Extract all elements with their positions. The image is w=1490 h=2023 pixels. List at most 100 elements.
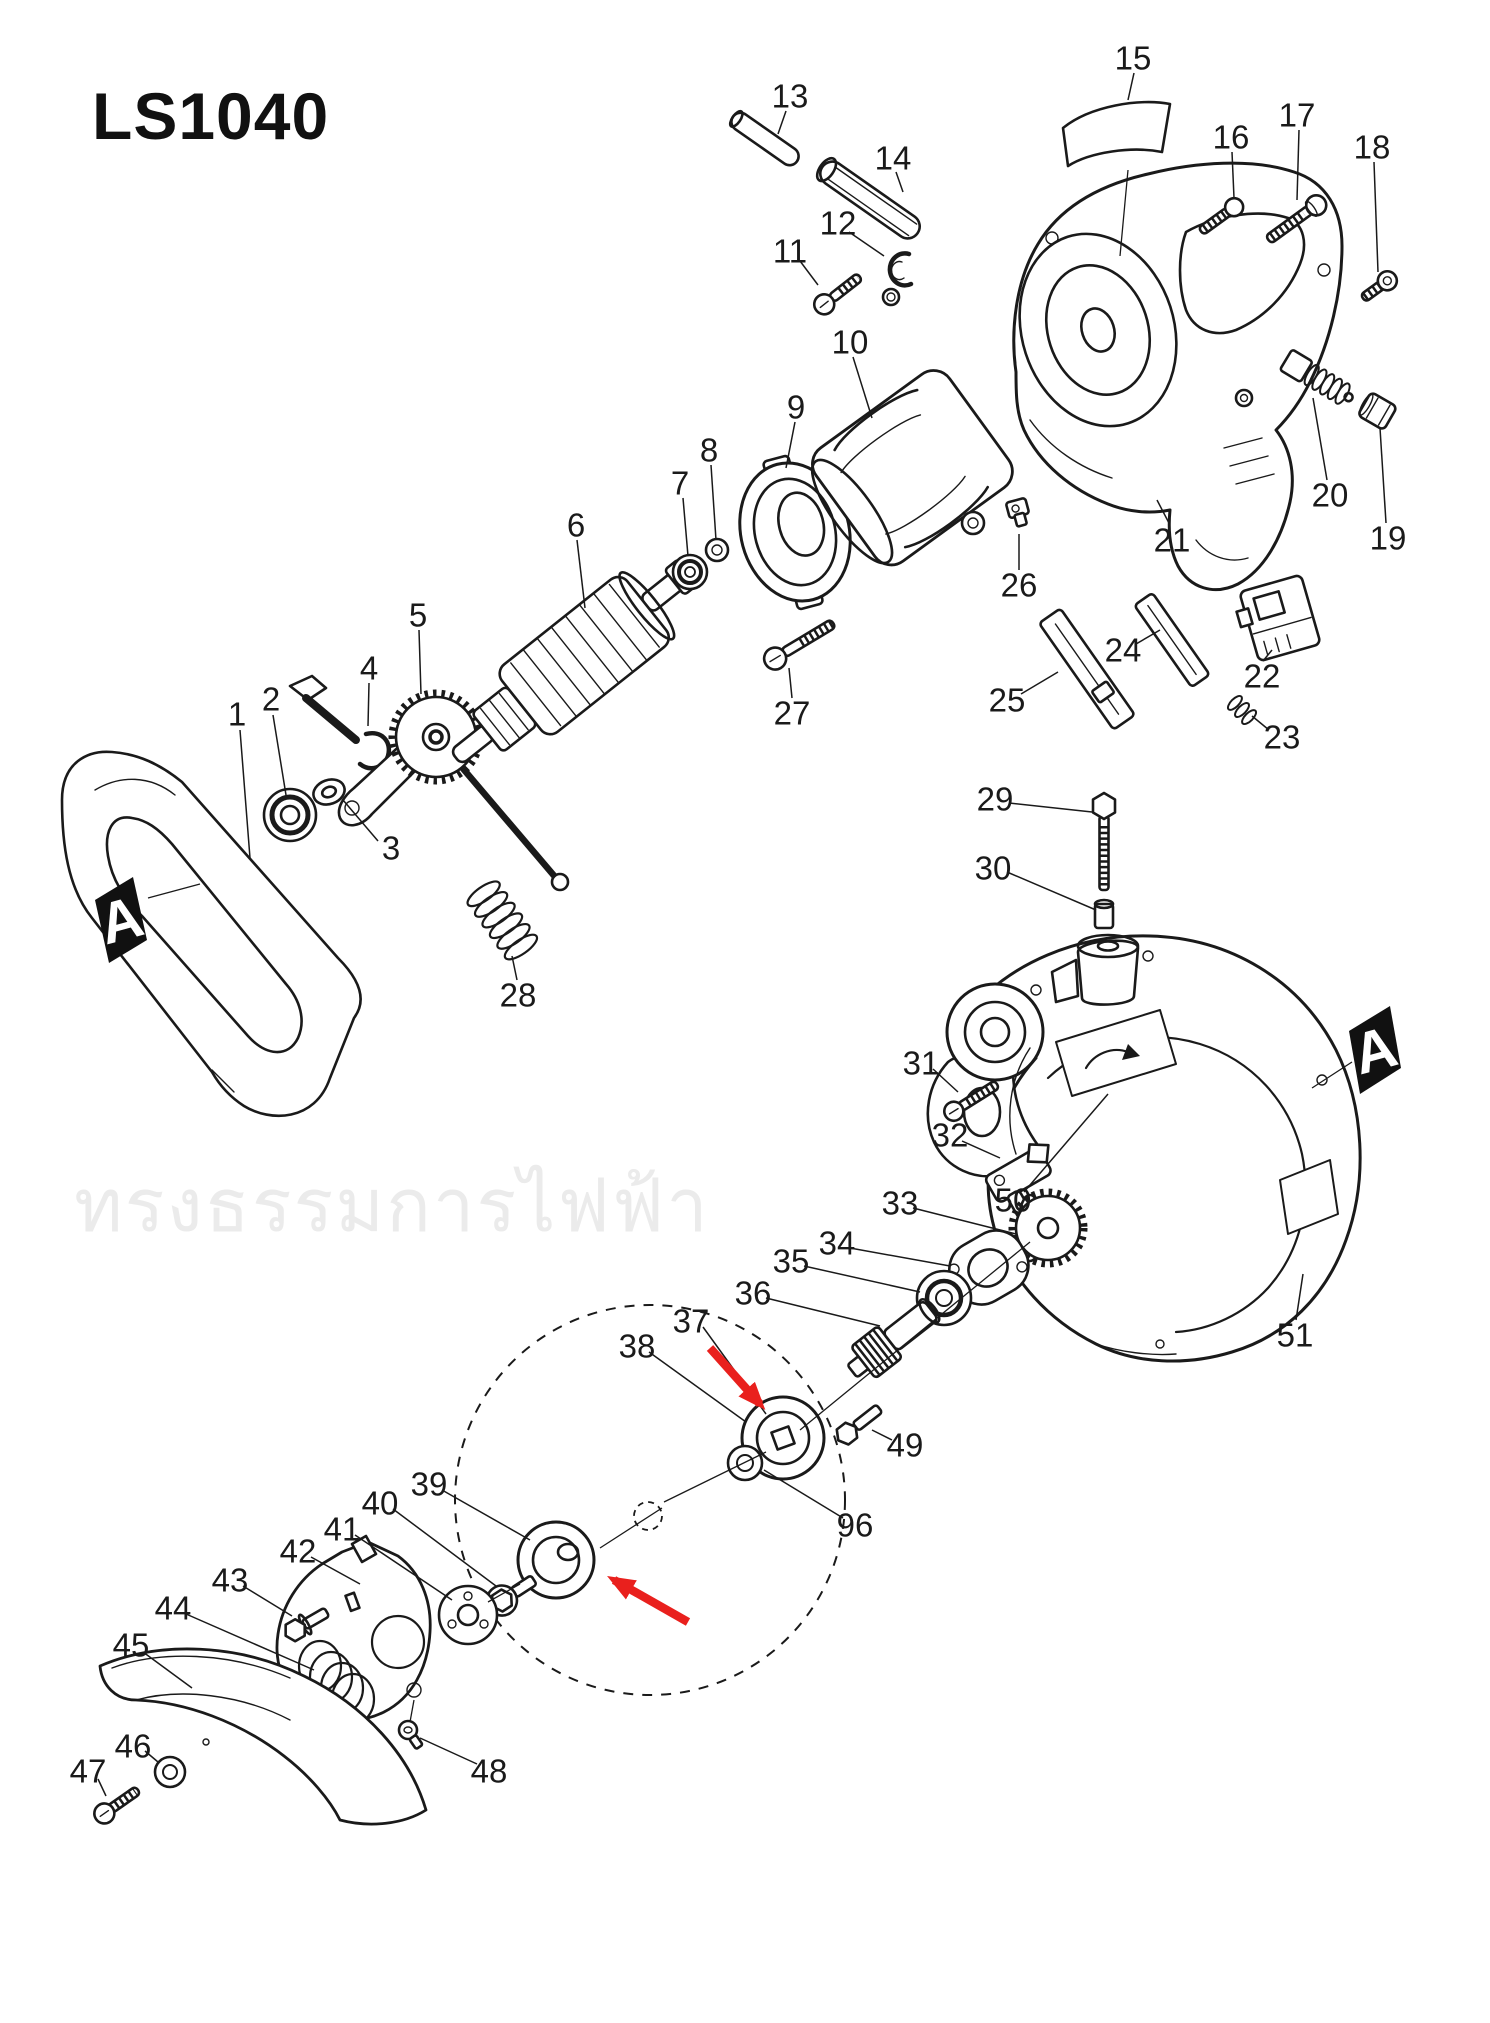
part-19-brush-cap — [1358, 392, 1397, 430]
leader-line-5 — [418, 629, 422, 695]
part-label-6: 6 — [567, 507, 585, 544]
part-label-39: 39 — [411, 1466, 448, 1503]
part-label-48: 48 — [471, 1753, 508, 1790]
part-25-brush-holder-plate — [1039, 608, 1135, 730]
part-23-spring — [1226, 694, 1258, 726]
leader-line-9 — [785, 421, 796, 469]
part-label-4: 4 — [360, 650, 378, 687]
part-label-22: 22 — [1244, 658, 1281, 695]
part-label-9: 9 — [787, 389, 805, 426]
leader-line-40 — [392, 1508, 497, 1587]
part-label-16: 16 — [1213, 119, 1250, 156]
leader-line-27 — [788, 667, 793, 699]
leader-line-30 — [1006, 871, 1097, 911]
leader-line-51 — [1295, 1273, 1304, 1321]
leader-line-43 — [242, 1585, 293, 1617]
part-label-41: 41 — [324, 1511, 361, 1548]
part-label-24: 24 — [1105, 632, 1142, 669]
leader-line-50 — [1023, 1093, 1109, 1193]
leader-line-32 — [961, 1140, 1001, 1159]
part-30-sleeve — [1093, 898, 1115, 930]
part-label-51: 51 — [1277, 1317, 1314, 1354]
assembly-line — [487, 1583, 521, 1603]
leader-line-35 — [803, 1265, 921, 1293]
part-7-ball-bearing — [671, 553, 709, 591]
part-label-5: 5 — [409, 597, 427, 634]
leader-line-42 — [310, 1556, 361, 1585]
part-46-washer — [153, 1755, 187, 1789]
part-2-bearing — [262, 787, 318, 843]
leader-line-25 — [1020, 671, 1059, 695]
stator-lead-washer — [881, 287, 986, 536]
part-label-38: 38 — [619, 1328, 656, 1365]
part-label-7: 7 — [671, 465, 689, 502]
leader-line-96 — [763, 1469, 844, 1519]
part-label-36: 36 — [735, 1275, 772, 1312]
leader-line-16 — [1231, 151, 1235, 199]
part-label-49: 49 — [887, 1427, 924, 1464]
leader-line-45 — [142, 1651, 193, 1689]
leader-line-22 — [1262, 649, 1273, 662]
assembly-line — [1119, 169, 1129, 257]
part-13-pin — [728, 109, 800, 167]
leader-line-2 — [272, 714, 287, 796]
part-label-21: 21 — [1154, 522, 1191, 559]
part-28-spring — [466, 880, 539, 961]
part-47-screw — [93, 1786, 141, 1825]
badge-a-right-letter: A — [1346, 1014, 1403, 1088]
part-label-34: 34 — [819, 1225, 856, 1262]
leader-line-7 — [682, 497, 689, 557]
part-label-25: 25 — [989, 682, 1026, 719]
part-label-43: 43 — [212, 1562, 249, 1599]
leader-line-36 — [765, 1297, 881, 1327]
part-label-47: 47 — [70, 1753, 107, 1790]
part-17-screw — [1265, 194, 1328, 244]
part-label-12: 12 — [820, 205, 857, 242]
part-label-3: 3 — [382, 830, 400, 867]
part-label-96: 96 — [837, 1507, 874, 1544]
leader-line-15 — [1127, 72, 1135, 101]
part-label-32: 32 — [932, 1117, 969, 1154]
part-48-stopper-pin — [397, 1719, 424, 1750]
leader-line-10 — [852, 356, 873, 419]
part-33-helical-gear — [1008, 1188, 1088, 1268]
part-36-spindle — [847, 1297, 941, 1379]
part-6-armature — [451, 559, 699, 764]
part-label-42: 42 — [280, 1533, 317, 1570]
leader-line-24 — [1135, 629, 1161, 645]
part-42-blade-cover-plate — [275, 1534, 432, 1722]
part-29-bolt — [1091, 791, 1117, 892]
detail-badge-a-right: A — [1346, 1006, 1404, 1094]
leader-line-1 — [239, 729, 251, 859]
part-27-screw — [762, 619, 836, 671]
leader-line-47 — [97, 1778, 107, 1797]
part-label-26: 26 — [1001, 567, 1038, 604]
part-label-45: 45 — [113, 1627, 150, 1664]
part-label-8: 8 — [700, 432, 718, 469]
leader-line-33 — [912, 1207, 1017, 1235]
leader-line-39 — [441, 1489, 531, 1541]
part-22-switch — [1235, 574, 1321, 662]
leader-line-12 — [848, 231, 885, 257]
part-label-28: 28 — [500, 977, 537, 1014]
leader-line-29 — [1008, 802, 1093, 813]
assembly-line — [599, 1507, 663, 1549]
part-38-saw-blade — [454, 1304, 846, 1696]
part-label-33: 33 — [882, 1185, 919, 1222]
part-label-30: 30 — [975, 850, 1012, 887]
part-41-center-cover — [437, 1584, 499, 1646]
leader-line-11 — [799, 260, 819, 286]
part-label-20: 20 — [1312, 477, 1349, 514]
part-21-motor-housing — [1012, 161, 1344, 592]
leader-line-38 — [648, 1351, 747, 1423]
part-label-2: 2 — [262, 681, 280, 718]
highlight-arrow-1 — [706, 1345, 766, 1410]
watermark-text: ทรงธรรมการไฟฟ้า — [74, 1164, 710, 1247]
part-1-handle — [60, 750, 362, 1117]
part-3-washer — [312, 778, 346, 806]
part-20-carbon-brush — [1279, 349, 1354, 405]
part-label-27: 27 — [774, 695, 811, 732]
part-label-44: 44 — [155, 1590, 192, 1627]
part-18-screw — [1360, 269, 1399, 302]
